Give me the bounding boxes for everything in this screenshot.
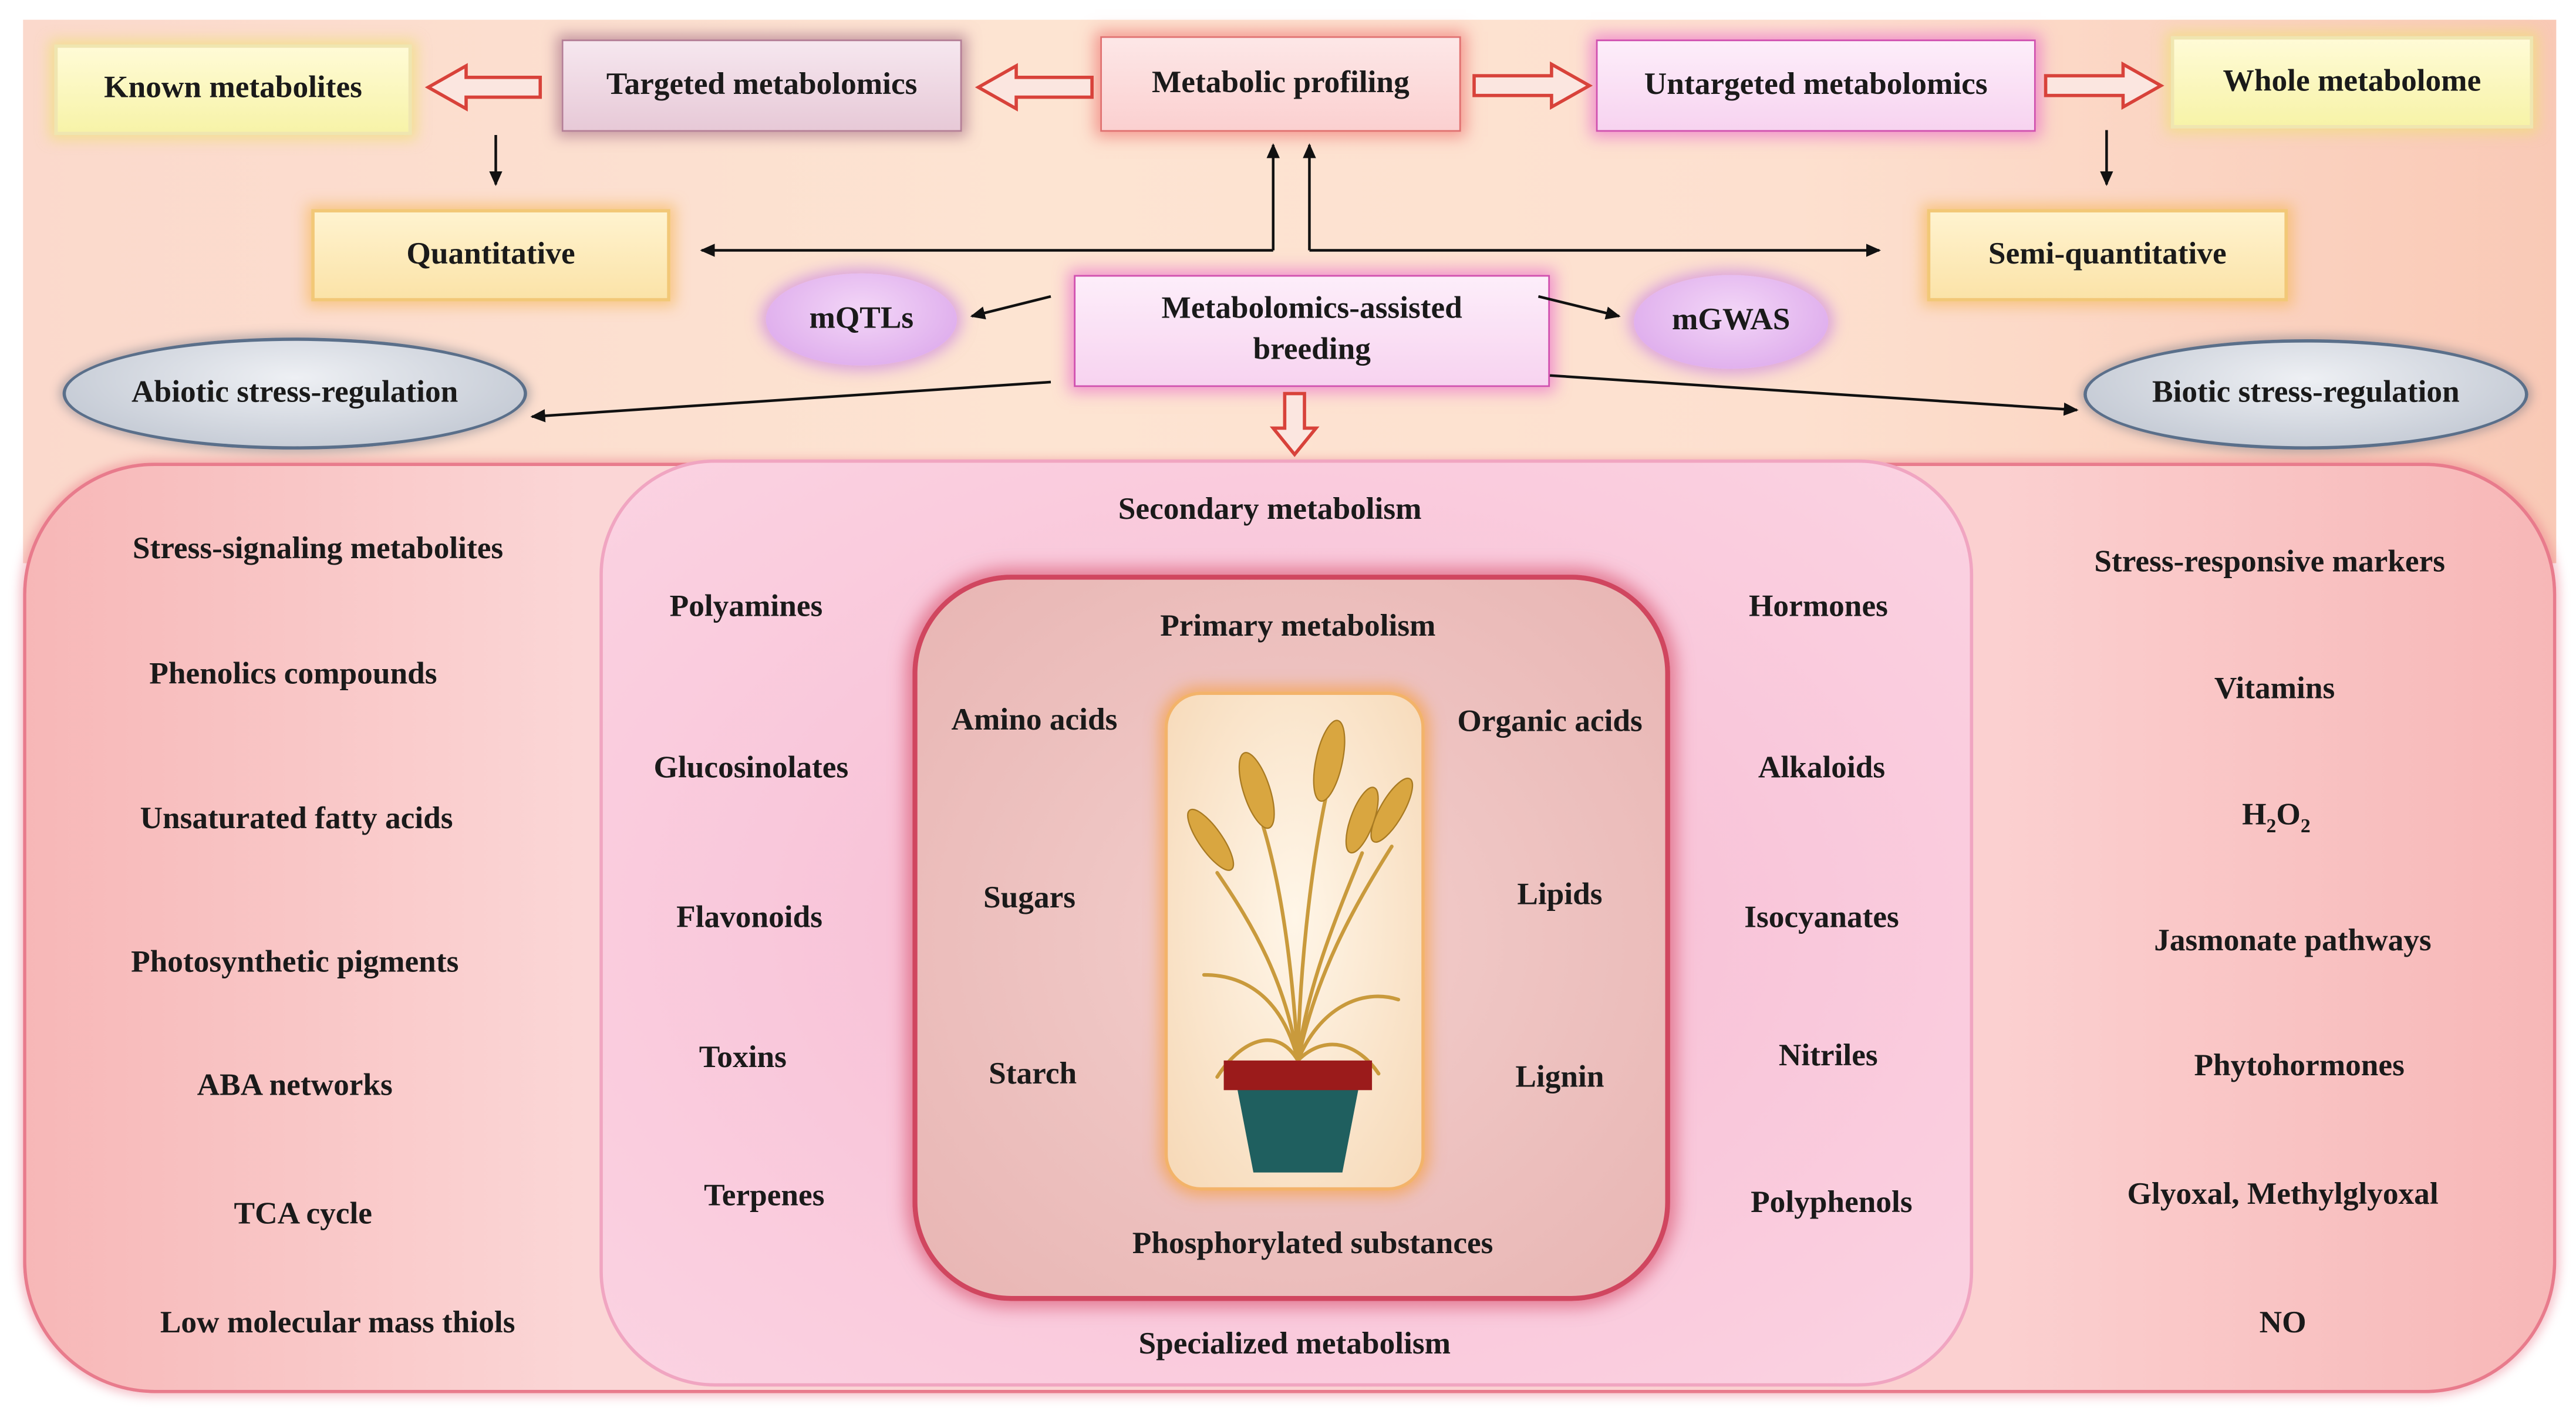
right-item-5: Glyoxal, Methylglyoxal bbox=[2127, 1177, 2439, 1212]
assisted-breeding-line2: breeding bbox=[1253, 332, 1371, 367]
known-metabolites-box: Known metabolites bbox=[54, 44, 412, 136]
mgwas-ellipse: mGWAS bbox=[1634, 275, 1829, 369]
secondary-left-0: Polyamines bbox=[669, 589, 823, 625]
quantitative-label: Quantitative bbox=[406, 237, 575, 271]
right-item-6: NO bbox=[2259, 1305, 2307, 1341]
metabolic-profiling-box: Metabolic profiling bbox=[1100, 36, 1461, 132]
secondary-left-1: Glucosinolates bbox=[653, 751, 849, 786]
secondary-left-4: Terpenes bbox=[704, 1179, 825, 1214]
secondary-footer: Specialized metabolism bbox=[1138, 1327, 1451, 1362]
secondary-right-3: Nitriles bbox=[1778, 1039, 1878, 1074]
secondary-right-0: Hormones bbox=[1748, 589, 1888, 625]
right-item-4: Phytohormones bbox=[2194, 1049, 2405, 1084]
left-item-3: Photosynthetic pigments bbox=[131, 945, 459, 980]
mqtls-label: mQTLs bbox=[809, 301, 914, 336]
left-item-4: ABA networks bbox=[197, 1068, 393, 1103]
left-item-0: Stress-signaling metabolites bbox=[132, 532, 504, 567]
semi-quantitative-label: Semi-quantitative bbox=[1988, 237, 2227, 271]
primary-left-0: Amino acids bbox=[951, 703, 1118, 738]
pot-rim bbox=[1223, 1060, 1373, 1091]
semi-quantitative-box: Semi-quantitative bbox=[1927, 209, 2288, 302]
quantitative-box: Quantitative bbox=[311, 209, 670, 302]
untargeted-metabolomics-box: Untargeted metabolomics bbox=[1596, 39, 2036, 132]
whole-metabolome-box: Whole metabolome bbox=[2170, 36, 2534, 129]
wheat-plant-illustration bbox=[1164, 691, 1425, 1191]
known-metabolites-label: Known metabolites bbox=[104, 71, 362, 106]
left-item-5: TCA cycle bbox=[234, 1197, 372, 1232]
secondary-left-3: Toxins bbox=[699, 1041, 787, 1076]
h2o2-o: O bbox=[2276, 798, 2301, 833]
h2o2-sub-1: 2 bbox=[2266, 814, 2277, 838]
targeted-metabolomics-label: Targeted metabolomics bbox=[606, 67, 918, 102]
h2o2-sub-2: 2 bbox=[2300, 814, 2311, 838]
primary-left-2: Starch bbox=[989, 1057, 1077, 1092]
right-item-h2o2: H2O2 bbox=[2242, 798, 2311, 839]
untargeted-metabolomics-label: Untargeted metabolomics bbox=[1644, 67, 1988, 102]
metabolic-profiling-label: Metabolic profiling bbox=[1151, 65, 1410, 100]
metabolomics-assisted-breeding-box: Metabolomics-assisted breeding bbox=[1074, 275, 1550, 387]
secondary-right-1: Alkaloids bbox=[1758, 751, 1886, 786]
pot-body bbox=[1237, 1086, 1359, 1173]
primary-right-0: Organic acids bbox=[1457, 704, 1643, 740]
secondary-title: Secondary metabolism bbox=[1118, 492, 1422, 527]
whole-metabolome-label: Whole metabolome bbox=[2223, 63, 2481, 99]
right-item-1: Vitamins bbox=[2214, 671, 2335, 707]
secondary-left-2: Flavonoids bbox=[676, 900, 822, 936]
primary-left-1: Sugars bbox=[983, 881, 1076, 916]
left-item-6: Low molecular mass thiols bbox=[160, 1305, 515, 1341]
primary-right-2: Lignin bbox=[1515, 1060, 1604, 1095]
left-item-2: Unsaturated fatty acids bbox=[140, 802, 453, 837]
biotic-stress-label: Biotic stress-regulation bbox=[2152, 376, 2460, 411]
targeted-metabolomics-box: Targeted metabolomics bbox=[561, 39, 962, 132]
mgwas-label: mGWAS bbox=[1671, 303, 1791, 338]
biotic-stress-ellipse: Biotic stress-regulation bbox=[2083, 339, 2528, 450]
abiotic-stress-ellipse: Abiotic stress-regulation bbox=[62, 337, 527, 450]
wheat-plant-icon bbox=[1187, 720, 1414, 1173]
right-item-0: Stress-responsive markers bbox=[2094, 545, 2446, 580]
primary-title: Primary metabolism bbox=[1160, 609, 1436, 644]
primary-footer: Phosphorylated substances bbox=[1132, 1227, 1493, 1262]
primary-right-1: Lipids bbox=[1517, 877, 1603, 913]
left-item-1: Phenolics compounds bbox=[149, 657, 437, 692]
secondary-right-2: Isocyanates bbox=[1744, 900, 1899, 936]
assisted-breeding-line1: Metabolomics-assisted bbox=[1161, 292, 1462, 327]
right-item-3: Jasmonate pathways bbox=[2154, 923, 2432, 958]
abiotic-stress-label: Abiotic stress-regulation bbox=[132, 374, 458, 410]
secondary-right-4: Polyphenols bbox=[1751, 1186, 1913, 1220]
h2o2-h: H bbox=[2242, 798, 2267, 833]
mqtls-ellipse: mQTLs bbox=[766, 273, 957, 366]
